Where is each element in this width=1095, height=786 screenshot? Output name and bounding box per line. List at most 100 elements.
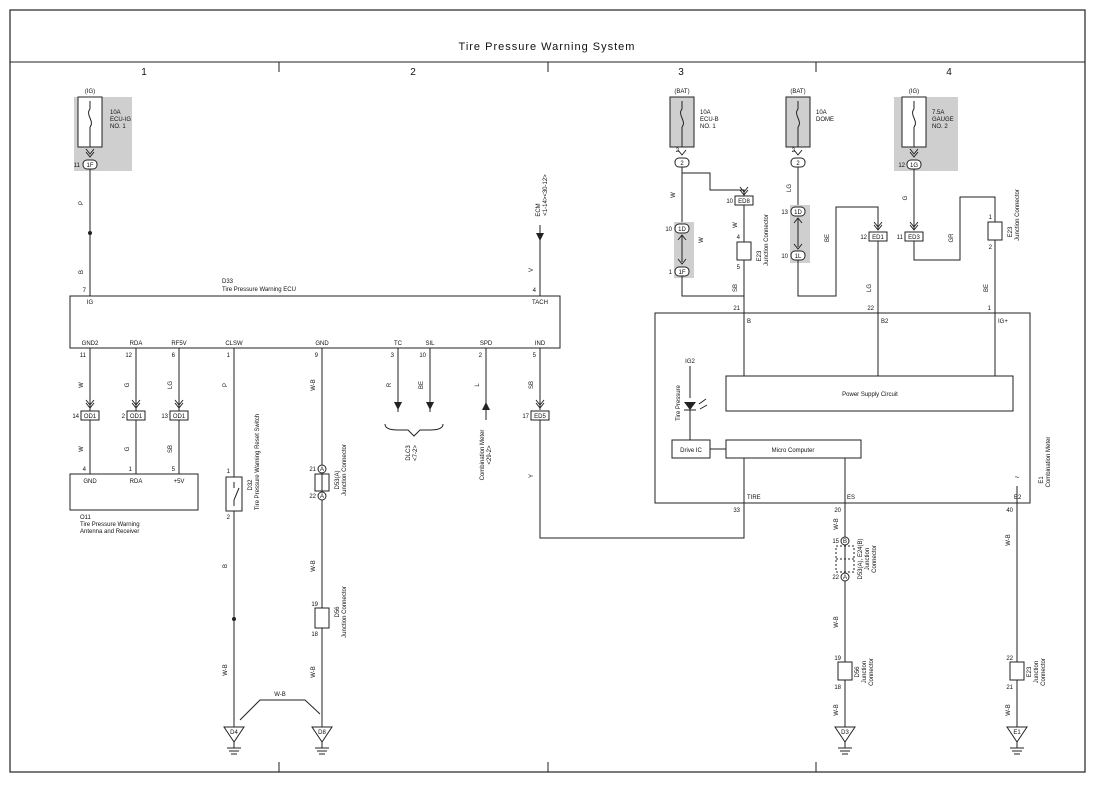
splice-point bbox=[88, 231, 92, 235]
wire-color: SB bbox=[529, 381, 535, 389]
pin-number: 1 bbox=[227, 353, 231, 359]
connector-rect bbox=[126, 410, 146, 421]
junction-name: Junction Connector bbox=[342, 586, 348, 638]
connector-code: 2 bbox=[680, 161, 684, 167]
ecu-pin-label: TACH bbox=[532, 300, 548, 306]
connector-pin: 1 bbox=[669, 270, 673, 276]
connector-arrow-icon bbox=[85, 148, 95, 158]
connector-pin: 10 bbox=[781, 254, 788, 260]
pin-number: 15 bbox=[832, 539, 839, 545]
fuse-rating: 10A bbox=[816, 110, 827, 116]
meter-pin-label: B2 bbox=[881, 319, 889, 325]
connector-arrow-icon bbox=[677, 258, 687, 265]
connector-code: OD1 bbox=[173, 414, 186, 420]
connector-arrow-icon bbox=[793, 149, 803, 156]
junction-code: D56 bbox=[335, 606, 341, 618]
ecu-pin-label: CLSW bbox=[225, 341, 243, 347]
wire-gr bbox=[913, 196, 996, 261]
junction-name: Connector bbox=[1041, 658, 1047, 686]
wire-color: P bbox=[79, 201, 85, 205]
wire-y bbox=[539, 420, 745, 539]
junction-code: D53(A) bbox=[335, 470, 341, 489]
ecm-input: ECM <1-14><30-12> V 4 bbox=[529, 174, 549, 296]
junction-code: E23 bbox=[1027, 666, 1033, 677]
ecu-ground-path: W-B A 21 A 22 D53(A) Junction Connector … bbox=[309, 348, 348, 727]
wire-color: R bbox=[387, 382, 393, 387]
pin-number: 6 bbox=[172, 353, 176, 359]
connector-rect bbox=[169, 410, 189, 421]
pin-number: 22 bbox=[867, 306, 874, 312]
pin-number: 1 bbox=[988, 306, 992, 312]
junction-e23-mid: 4 5 E23 Junction Connector bbox=[736, 214, 770, 271]
wire-color: W-B bbox=[223, 664, 229, 676]
junction-box bbox=[736, 241, 752, 261]
wire-color: LG bbox=[867, 284, 873, 292]
ecu-pin-label: RF5V bbox=[171, 341, 186, 347]
es-ground-path: W-B B 15 A 22 D53(A), E24(B) Junction Co… bbox=[832, 503, 878, 755]
pin-number: 2 bbox=[989, 245, 993, 251]
ecu-pin-label: GND bbox=[315, 341, 329, 347]
pin-number: 7 bbox=[83, 288, 87, 294]
switch-contact-icon bbox=[233, 487, 240, 501]
meter-pin-label: E2 bbox=[1014, 495, 1022, 501]
fuse-rating: 10A bbox=[110, 110, 121, 116]
wire-color: G bbox=[125, 382, 131, 387]
fuse-rating: 10A bbox=[700, 110, 711, 116]
connector-oval bbox=[674, 223, 690, 234]
arrow-down-icon bbox=[394, 402, 402, 410]
pin-number: 5 bbox=[737, 265, 741, 271]
fuse-name: GAUGE bbox=[932, 117, 954, 123]
connector-code: 1D bbox=[794, 210, 802, 216]
junction-code: E23 bbox=[1008, 226, 1014, 237]
micro-computer-label: Micro Computer bbox=[772, 448, 815, 454]
fuse-name: ECU-B bbox=[700, 117, 719, 123]
receiver-pin-label: +5V bbox=[174, 479, 185, 485]
meter-name: Combination Meter bbox=[1046, 437, 1052, 488]
receiver-pin-label: RDA bbox=[130, 479, 143, 485]
connector-pin: 12 bbox=[860, 235, 867, 241]
lamp-label: Tire Pressure bbox=[676, 384, 682, 420]
pin-number: 10 bbox=[419, 353, 426, 359]
bracket bbox=[384, 423, 444, 437]
ecu-pin-label: TC bbox=[394, 341, 403, 347]
receiver-pin-label: GND bbox=[83, 479, 97, 485]
ecm-label: ECM bbox=[536, 203, 542, 216]
connector-arrow-icon bbox=[739, 186, 749, 196]
ind-wiring: SB ED5 17 Y bbox=[522, 348, 745, 539]
connector-code: 1L bbox=[795, 254, 802, 260]
wire-bridge bbox=[239, 699, 321, 721]
ground-icon bbox=[834, 726, 856, 743]
ecu-pin-label: SIL bbox=[425, 341, 435, 347]
fuse-icon bbox=[912, 108, 916, 128]
wire-color: W-B bbox=[311, 379, 317, 391]
junction-code: D53(A), E24(B) bbox=[858, 538, 864, 579]
fuse-icon bbox=[88, 108, 92, 128]
wire-color: W-B bbox=[1006, 534, 1012, 546]
power-supply-label: Power Supply Circuit bbox=[842, 392, 898, 398]
power-supply-box bbox=[725, 375, 1014, 412]
wire-be bbox=[797, 206, 879, 297]
ecu-pin-label: GND2 bbox=[82, 341, 99, 347]
pin-number: 4 bbox=[737, 235, 741, 241]
ecu-d33: D33 Tire Pressure Warning ECU IG TACH GN… bbox=[69, 279, 561, 349]
micro-computer-box bbox=[725, 439, 862, 459]
zone-label: 1 bbox=[141, 67, 147, 78]
connector-arrow-icon bbox=[909, 148, 919, 158]
meter-pin-label: TIRE bbox=[747, 495, 761, 501]
connector-pin: 10 bbox=[726, 199, 733, 205]
connector-pin: 2 bbox=[792, 148, 796, 154]
connector-rect bbox=[80, 410, 100, 421]
pin-number: 3 bbox=[391, 353, 395, 359]
connector-arrow-icon bbox=[909, 221, 919, 231]
ground-icon bbox=[1006, 726, 1028, 743]
connector-pin: 17 bbox=[522, 414, 529, 420]
junction-name: Junction bbox=[865, 548, 871, 570]
ground-code: D4 bbox=[230, 730, 238, 736]
light-rays-icon bbox=[698, 398, 708, 410]
junction-name: Junction bbox=[1034, 661, 1040, 683]
ground-icon bbox=[311, 726, 333, 743]
zone-label: 2 bbox=[410, 67, 416, 78]
meter-pin-label: B bbox=[747, 319, 751, 325]
junction-letter-circle bbox=[840, 536, 850, 546]
junction-name: Connector bbox=[872, 545, 878, 573]
